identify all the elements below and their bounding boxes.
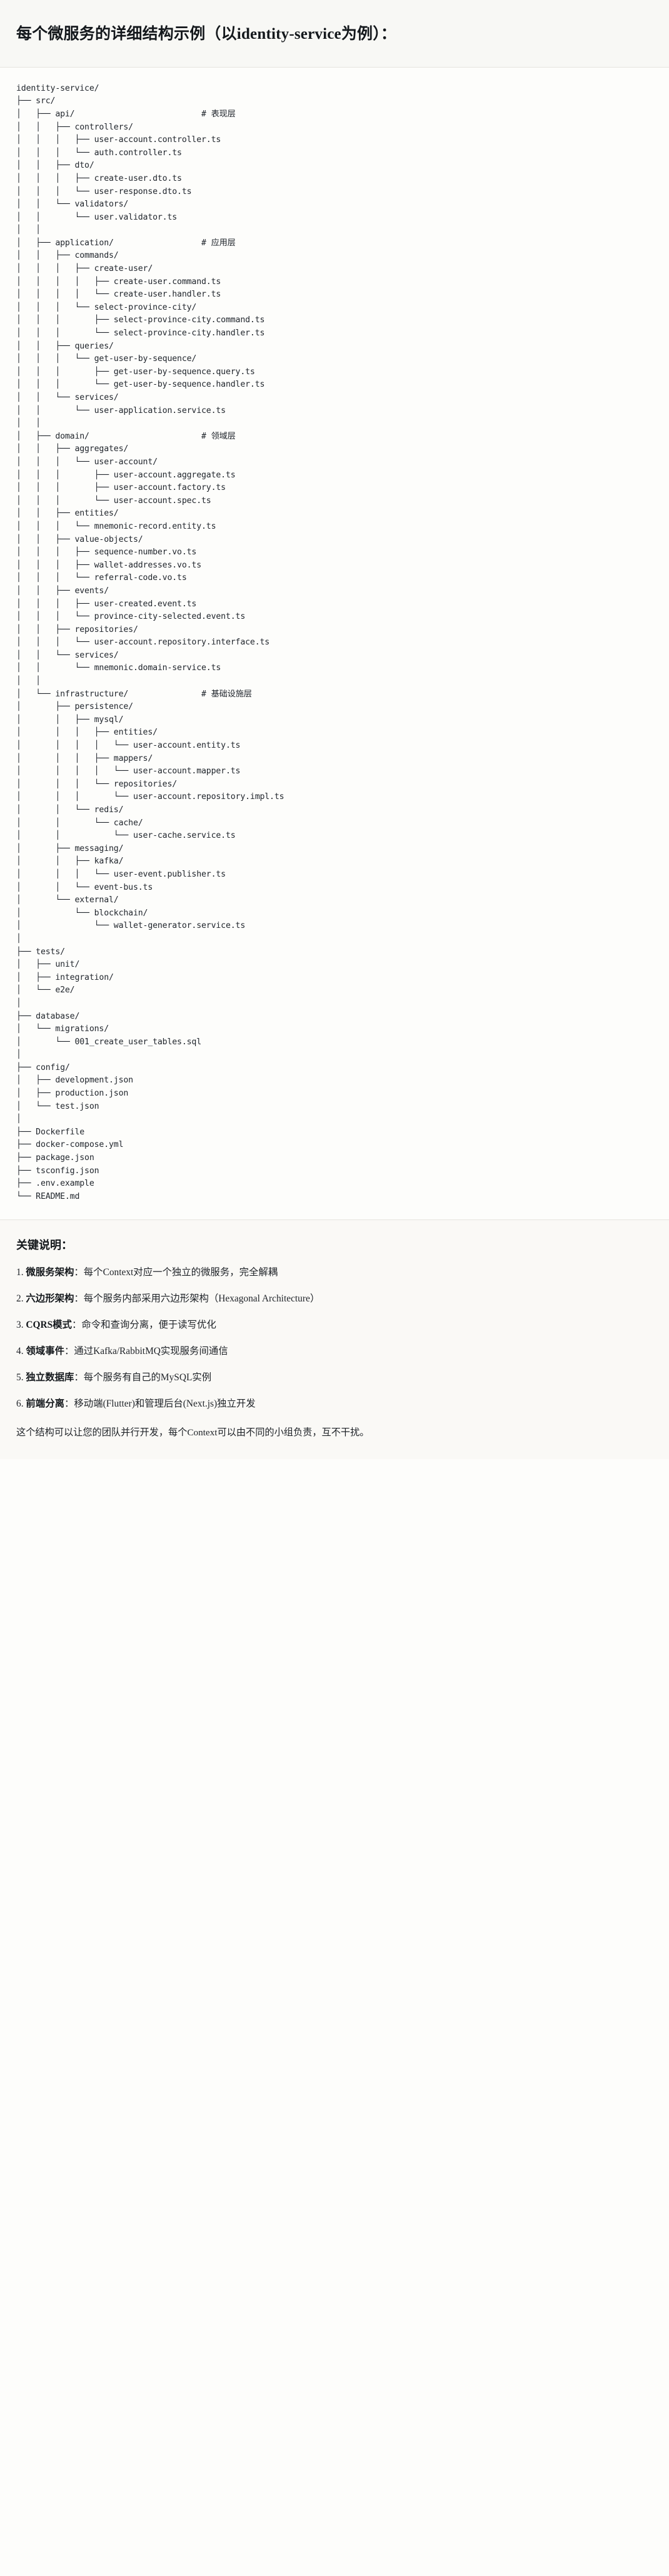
key-note-term: 领域事件: [26, 1346, 64, 1357]
document-header: 每个微服务的详细结构示例（以identity-service为例）：: [0, 0, 669, 68]
key-note-item: 独立数据库：每个服务有自己的MySQL实例: [16, 1370, 653, 1385]
directory-tree: identity-service/ ├── src/ │ ├── api/ # …: [16, 83, 284, 1201]
key-note-term: 独立数据库: [26, 1372, 74, 1383]
key-note-term: 六边形架构: [26, 1293, 74, 1305]
key-note-item: 领域事件：通过Kafka/RabbitMQ实现服务间通信: [16, 1344, 653, 1359]
key-note-separator: ：: [64, 1398, 74, 1409]
key-note-separator: ：: [64, 1346, 74, 1357]
key-notes-block: 关键说明： 微服务架构：每个Context对应一个独立的微服务，完全解耦六边形架…: [0, 1220, 669, 1459]
key-note-term: CQRS模式: [26, 1320, 72, 1331]
key-note-separator: ：: [74, 1267, 84, 1278]
key-note-item: 微服务架构：每个Context对应一个独立的微服务，完全解耦: [16, 1265, 653, 1280]
key-note-separator: ：: [74, 1372, 84, 1383]
key-notes-list: 微服务架构：每个Context对应一个独立的微服务，完全解耦六边形架构：每个服务…: [16, 1265, 653, 1411]
page-title: 每个微服务的详细结构示例（以identity-service为例）：: [16, 25, 397, 43]
closing-paragraph: 这个结构可以让您的团队并行开发，每个Context可以由不同的小组负责，互不干扰…: [16, 1427, 370, 1438]
key-note-term: 前端分离: [26, 1398, 64, 1409]
key-note-separator: ：: [71, 1320, 82, 1331]
key-note-item: 六边形架构：每个服务内部采用六边形架构（Hexagonal Architectu…: [16, 1291, 653, 1306]
key-note-separator: ：: [74, 1293, 84, 1305]
key-note-description: 每个服务有自己的MySQL实例: [83, 1372, 212, 1383]
key-note-description: 通过Kafka/RabbitMQ实现服务间通信: [74, 1346, 228, 1357]
key-note-description: 命令和查询分离，便于读写优化: [81, 1320, 216, 1331]
key-note-term: 微服务架构: [26, 1267, 74, 1278]
section-divider: [0, 1219, 669, 1221]
key-note-description: 每个Context对应一个独立的微服务，完全解耦: [83, 1267, 278, 1278]
key-notes-title: 关键说明：: [16, 1239, 73, 1252]
directory-tree-block: identity-service/ ├── src/ │ ├── api/ # …: [0, 67, 669, 1220]
key-note-item: 前端分离：移动端(Flutter)和管理后台(Next.js)独立开发: [16, 1397, 653, 1412]
key-note-item: CQRS模式：命令和查询分离，便于读写优化: [16, 1318, 653, 1333]
key-note-description: 移动端(Flutter)和管理后台(Next.js)独立开发: [74, 1398, 256, 1409]
key-note-description: 每个服务内部采用六边形架构（Hexagonal Architecture）: [83, 1293, 320, 1305]
